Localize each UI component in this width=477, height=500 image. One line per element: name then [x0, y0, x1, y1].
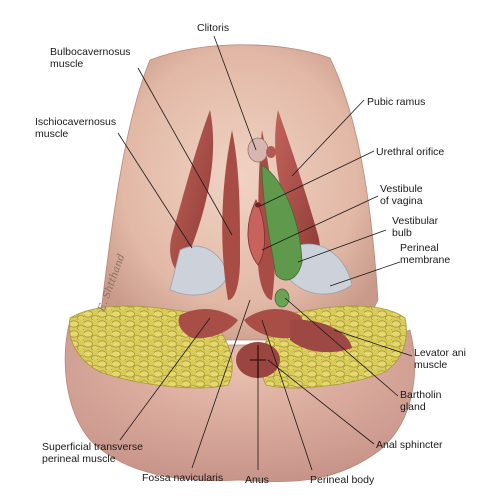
leader-bartholin [284, 297, 399, 397]
label-bartholin-line2: gland [400, 401, 426, 413]
levator-ani [290, 319, 352, 353]
label-clitoris: Clitoris [197, 22, 230, 34]
leader-fossa-navicularis [191, 299, 251, 469]
label-bulbocavernosus: Bulbocavernosus muscle [50, 46, 131, 70]
ischiocavernosus-left [170, 110, 214, 275]
label-bulbocavernosus-line1: Bulbocavernosus [50, 46, 131, 58]
leader-bulbocavernosus [137, 67, 233, 236]
clitoris [247, 137, 269, 163]
label-vestibule-line1: Vestibule [380, 183, 423, 195]
bulbocavernosus-left [222, 130, 240, 300]
label-bartholin-line1: Bartholin [400, 389, 442, 401]
label-superficial-transverse-line1: Superficial transverse [42, 441, 143, 453]
superficial-transverse-left [178, 308, 238, 339]
leader-pubic-ramus [291, 99, 365, 177]
label-anus: Anus [245, 474, 269, 486]
label-perineal-membrane-line1: Perineal [400, 242, 439, 254]
label-superficial-transverse-line2: perineal muscle [42, 453, 116, 465]
label-vestibular-bulb: Vestibular bulb [392, 215, 438, 239]
label-perineal-membrane: Perineal membrane [400, 242, 450, 266]
leader-anal-sphincter [267, 359, 375, 445]
leader-levator-ani [333, 329, 413, 357]
leader-vestibule [261, 195, 379, 251]
label-levator-ani-line1: Levator ani [414, 347, 466, 359]
label-urethral-orifice: Urethral orifice [376, 146, 445, 158]
label-ischiocavernosus-line1: Ischiocavernosus [35, 116, 117, 128]
urethral-orifice [255, 202, 261, 208]
clitoris-glans [266, 146, 276, 158]
bartholin-gland [274, 288, 290, 308]
perineal-membrane-right [289, 243, 353, 295]
label-bulbocavernosus-line2: muscle [50, 58, 84, 70]
leader-vestibular-bulb [297, 229, 387, 263]
label-levator-ani-line2: muscle [414, 359, 448, 371]
vestibular-bulb [261, 164, 303, 281]
leader-clitoris [213, 35, 257, 151]
label-perineal-membrane-line2: membrane [400, 254, 451, 266]
label-anal-sphincter: Anal sphincter [376, 439, 443, 451]
leader-perineal-body [261, 319, 313, 471]
label-vestibular-bulb-line2: bulb [392, 227, 412, 239]
label-ischiocavernosus-line2: muscle [35, 128, 69, 140]
label-bartholin: Bartholin gland [400, 389, 441, 413]
leader-perineal-membrane [329, 261, 401, 287]
ischiocavernosus-right [275, 110, 320, 275]
label-superficial-transverse: Superficial transverse perineal muscle [42, 441, 143, 465]
vestibule-of-vagina [247, 199, 265, 266]
label-fossa-navicularis: Fossa navicularis [142, 472, 224, 484]
label-vestibule-line2: of vagina [380, 195, 423, 207]
leader-ischiocavernosus [117, 132, 193, 249]
superficial-transverse-right [244, 308, 303, 339]
label-ischiocavernosus: Ischiocavernosus muscle [35, 116, 116, 140]
label-levator-ani: Levator ani muscle [414, 347, 466, 371]
label-perineal-body: Perineal body [310, 474, 375, 486]
label-vestibular-bulb-line1: Vestibular [392, 215, 439, 227]
leader-urethral-orifice [259, 150, 375, 207]
label-pubic-ramus: Pubic ramus [367, 96, 426, 108]
leader-superficial-transverse [119, 317, 211, 441]
label-vestibule: Vestibule of vagina [380, 183, 423, 207]
